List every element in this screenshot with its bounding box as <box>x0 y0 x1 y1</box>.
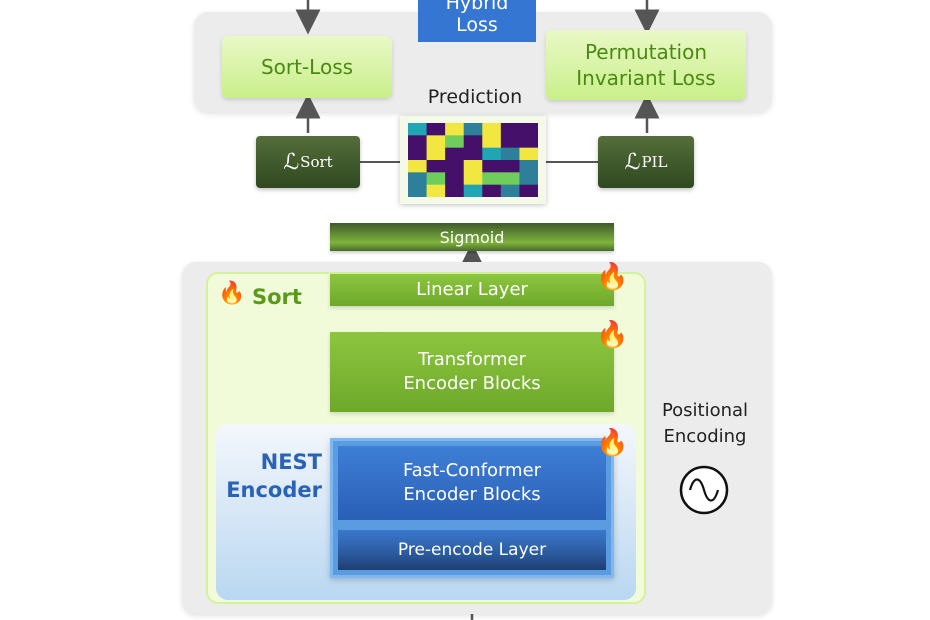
heatmap-cell <box>463 172 483 186</box>
positional-encoding-label: Positional Encoding <box>661 400 749 447</box>
heatmap-cell <box>426 160 446 173</box>
heatmap-cell <box>482 184 502 197</box>
heatmap-cell <box>426 172 446 186</box>
heatmap-cell <box>426 147 446 161</box>
heatmap-cell <box>519 147 538 161</box>
heatmap-cell <box>463 160 483 173</box>
heatmap-cell <box>500 172 520 186</box>
sort-loss-box: Sort-Loss <box>222 36 392 98</box>
prediction-heatmap-frame <box>400 116 546 204</box>
heatmap-cell <box>519 123 538 136</box>
heatmap-cell <box>482 135 502 149</box>
linear-layer: Linear Layer <box>330 274 614 306</box>
heatmap-cell <box>500 160 520 173</box>
heatmap-cell <box>519 135 538 149</box>
heatmap-cell <box>426 184 446 197</box>
heatmap-cell <box>426 135 446 149</box>
heatmap-cell <box>463 184 483 197</box>
heatmap-cell <box>445 172 465 186</box>
heatmap-cell <box>519 160 538 173</box>
heatmap-cell <box>482 123 502 136</box>
heatmap-cell <box>445 160 465 173</box>
hybrid-loss-box: Hybrid Loss <box>418 0 536 42</box>
heatmap-cell <box>500 123 520 136</box>
heatmap-cell <box>445 147 465 161</box>
heatmap-cell <box>482 172 502 186</box>
sigmoid-layer: Sigmoid <box>330 223 614 251</box>
prediction-label: Prediction <box>427 86 523 108</box>
sort-label: Sort <box>252 285 302 309</box>
heatmap-cell <box>408 135 428 149</box>
heatmap-cell <box>500 135 520 149</box>
heatmap-cell <box>482 147 502 161</box>
heatmap-cell <box>426 123 446 136</box>
heatmap-cell <box>408 147 428 161</box>
sine-wave-icon <box>679 465 729 515</box>
l-pil-symbol: ℒ <box>624 149 641 175</box>
heatmap-cell <box>519 184 538 197</box>
heatmap-cell <box>500 147 520 161</box>
fast-conformer-fire-icon: 🔥 <box>596 428 629 458</box>
heatmap-cell <box>445 123 465 136</box>
l-pil-subscript: PIL <box>641 153 668 171</box>
nest-encoder-label: NEST Encoder <box>226 450 322 502</box>
l-sort-subscript: Sort <box>300 153 333 171</box>
linear-fire-icon: 🔥 <box>596 262 629 292</box>
heatmap-cell <box>482 160 502 173</box>
prediction-heatmap <box>408 123 538 197</box>
heatmap-cell <box>519 172 538 186</box>
pre-encode-layer: Pre-encode Layer <box>338 530 606 570</box>
heatmap-cell <box>445 135 465 149</box>
heatmap-cell <box>463 135 483 149</box>
heatmap-cell <box>408 160 428 173</box>
heatmap-cell <box>463 147 483 161</box>
l-sort-symbol: ℒ <box>283 149 300 175</box>
heatmap-cell <box>408 123 428 136</box>
heatmap-cell <box>445 184 465 197</box>
permutation-invariant-loss-box: Permutation Invariant Loss <box>546 30 746 100</box>
heatmap-cell <box>408 172 428 186</box>
sort-fire-icon: 🔥 <box>218 281 246 306</box>
fast-conformer-encoder-blocks: Fast-Conformer Encoder Blocks <box>338 446 606 520</box>
heatmap-cell <box>463 123 483 136</box>
heatmap-cell <box>408 184 428 197</box>
transformer-encoder-blocks: Transformer Encoder Blocks <box>330 332 614 412</box>
heatmap-cell <box>500 184 520 197</box>
transformer-fire-icon: 🔥 <box>596 320 629 350</box>
